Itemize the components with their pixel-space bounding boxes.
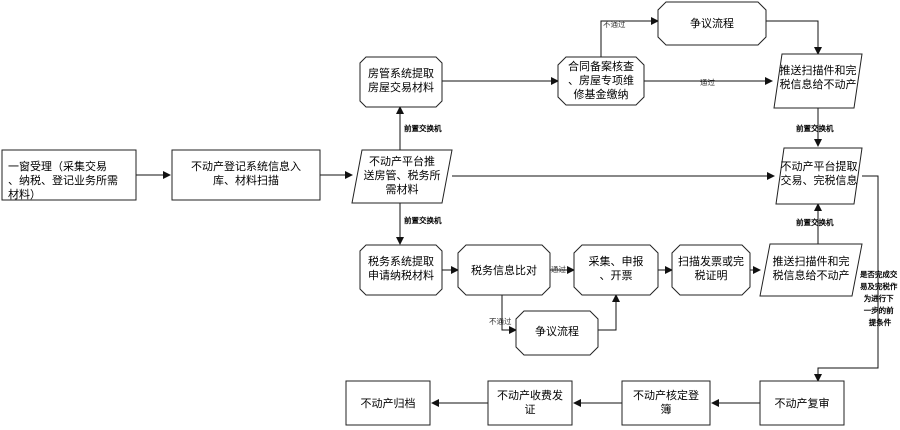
node-push-scan-top-label: 推送扫描件和完税信息给不动产 bbox=[780, 63, 857, 91]
node-housing-extract-label: 房管系统提取房屋交易材料 bbox=[368, 66, 434, 94]
label-fail-bottom: 不通过 bbox=[489, 316, 512, 326]
label-exchange-2: 前置交换机 bbox=[404, 215, 442, 225]
node-tax-extract-label: 税务系统提取申请纳税材料 bbox=[368, 254, 434, 282]
edge-dispute-to-push-scan bbox=[766, 20, 822, 55]
node-contract-check: 合同备案核查、房屋专项维修基金缴纳 bbox=[557, 56, 645, 106]
node-window-accept: 一窗受理（采集交易、纳税、登记业务所需材料） bbox=[1, 149, 137, 201]
node-archive-label: 不动产归档 bbox=[361, 396, 416, 410]
node-scan-invoice-label: 扫描发票或完税证明 bbox=[678, 254, 744, 282]
label-pass-top: 通过 bbox=[700, 77, 715, 87]
label-exchange-4: 前置交换机 bbox=[796, 217, 834, 227]
node-register-info-label: 不动产登记系统信息入库、材料扫描 bbox=[191, 159, 301, 187]
node-verify-register: 不动产核定登簿 bbox=[621, 380, 711, 426]
node-push-scan-top: 推送扫描件和完税信息给不动产 bbox=[773, 53, 863, 109]
node-fee-certificate-label: 不动产收费发证 bbox=[497, 388, 563, 416]
label-exchange-3: 前置交换机 bbox=[796, 123, 834, 133]
node-dispute-top: 争议流程 bbox=[657, 1, 767, 46]
label-exchange-1: 前置交换机 bbox=[404, 123, 442, 133]
node-platform-extract-label: 不动产平台提取交易、完税信息 bbox=[781, 159, 858, 187]
node-platform-push-label: 不动产平台推送房管、税务所需材料 bbox=[364, 154, 441, 196]
node-push-scan-bottom: 推送扫描件和完税信息给不动产 bbox=[759, 243, 863, 297]
node-collect-declare: 采集、申报、开票 bbox=[573, 244, 659, 296]
node-register-info: 不动产登记系统信息入库、材料扫描 bbox=[171, 149, 321, 201]
node-contract-check-label: 合同备案核查、房屋专项维修基金缴纳 bbox=[568, 59, 634, 101]
node-platform-push: 不动产平台推送房管、税务所需材料 bbox=[351, 149, 453, 204]
node-tax-extract: 税务系统提取申请纳税材料 bbox=[359, 244, 443, 296]
edge-platform-to-review bbox=[814, 175, 879, 382]
node-dispute-bottom: 争议流程 bbox=[515, 310, 599, 356]
label-pass-bottom: 通过 bbox=[551, 264, 566, 274]
node-dispute-top-label: 争议流程 bbox=[690, 16, 734, 30]
node-scan-invoice: 扫描发票或完税证明 bbox=[671, 244, 751, 296]
node-review: 不动产复审 bbox=[759, 380, 845, 426]
node-verify-register-label: 不动产核定登簿 bbox=[633, 388, 699, 416]
node-housing-extract: 房管系统提取房屋交易材料 bbox=[359, 56, 443, 108]
node-platform-extract: 不动产平台提取交易、完税信息 bbox=[775, 147, 863, 205]
node-archive: 不动产归档 bbox=[345, 380, 431, 426]
label-fail-top: 不通过 bbox=[603, 19, 626, 29]
node-tax-compare-label: 税务信息比对 bbox=[471, 263, 537, 277]
edge-contract-fail-to-dispute bbox=[600, 17, 659, 57]
node-review-label: 不动产复审 bbox=[775, 396, 830, 410]
node-push-scan-bottom-label: 推送扫描件和完税信息给不动产 bbox=[773, 254, 850, 282]
node-dispute-bottom-label: 争议流程 bbox=[535, 324, 579, 338]
edges bbox=[136, 17, 879, 407]
node-fee-certificate: 不动产收费发证 bbox=[487, 380, 573, 426]
edge-compare-fail-to-dispute bbox=[501, 295, 517, 334]
edge-dispute-to-collect bbox=[598, 294, 620, 331]
node-window-accept-label: 一窗受理（采集交易、纳税、登记业务所需材料） bbox=[8, 159, 118, 201]
node-collect-declare-label: 采集、申报、开票 bbox=[589, 254, 644, 282]
label-precondition: 是否完成交 易及完税作 为进行下 一步的前 提条件 bbox=[859, 269, 900, 327]
node-tax-compare: 税务信息比对 bbox=[457, 244, 551, 296]
